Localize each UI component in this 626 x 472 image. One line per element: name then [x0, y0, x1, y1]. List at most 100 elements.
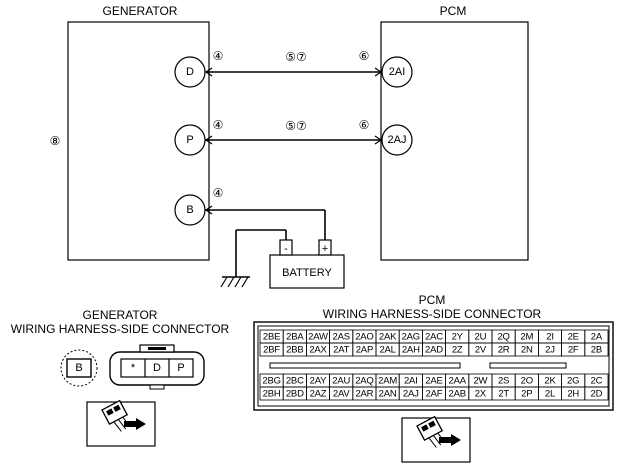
- wire-d-2ai: [204, 67, 383, 77]
- pcm-terminal-label: 2N: [521, 345, 533, 356]
- gen-connector-title-2: WIRING HARNESS-SIDE CONNECTOR: [11, 322, 230, 336]
- pcm-terminal-label: 2AN: [379, 389, 397, 400]
- pin-b-ref: ④: [213, 186, 224, 200]
- pcm-terminal-label: 2AY: [310, 376, 328, 387]
- svg-text:P: P: [177, 362, 184, 374]
- svg-text:D: D: [186, 66, 194, 78]
- pcm-terminal-label: 2AO: [355, 332, 373, 343]
- pcm-terminal-label: 2X: [475, 389, 487, 400]
- pcm-title: PCM: [440, 4, 467, 18]
- pcm-terminal-label: 2G: [567, 376, 579, 387]
- pcm-terminal-label: 2BA: [286, 332, 304, 343]
- pcm-terminal-label: 2Q: [497, 332, 509, 343]
- generator-pin-b: B: [174, 194, 206, 226]
- pcm-terminal-label: 2AK: [379, 332, 397, 343]
- battery-label: BATTERY: [282, 267, 332, 279]
- battery-positive: +: [322, 243, 328, 255]
- ground-wire: [235, 229, 287, 277]
- pcm-terminal-label: 2K: [544, 376, 556, 387]
- pcm-terminal-label: 2C: [591, 376, 603, 387]
- pcm-terminal-label: 2O: [521, 376, 533, 387]
- pcm-terminal-label: 2BH: [263, 389, 281, 400]
- svg-text:*: *: [131, 362, 136, 374]
- pcm-terminal-label: 2AQ: [355, 376, 373, 387]
- pcm-terminal-label: 2B: [591, 345, 602, 356]
- wire-b-battery: [204, 205, 326, 240]
- pcm-terminal-label: 2AR: [355, 389, 373, 400]
- pcm-terminal-label: 2P: [521, 389, 532, 400]
- pcm-terminal-label: 2S: [498, 376, 509, 387]
- gen-connector-3pin: * D P: [109, 344, 205, 390]
- pcm-terminal-label: 2AT: [333, 345, 350, 356]
- pcm-terminal-label: 2AZ: [310, 389, 327, 400]
- pcm-terminal-label: 2W: [473, 376, 487, 387]
- pcm-terminal-label: 2F: [568, 345, 579, 356]
- pin-2ai-ref: ⑥: [359, 49, 370, 63]
- pcm-terminal-label: 2U: [475, 332, 487, 343]
- pcm-terminal-label: 2AP: [356, 345, 373, 356]
- pcm-terminal-label: 2I: [546, 332, 554, 343]
- pcm-terminal-label: 2Y: [452, 332, 464, 343]
- pcm-terminal-label: 2AS: [333, 332, 350, 343]
- pcm-terminal-label: 2AW: [308, 332, 328, 343]
- pcm-terminal-label: 2Z: [452, 345, 463, 356]
- svg-text:2AI: 2AI: [389, 66, 406, 78]
- svg-text:D: D: [153, 362, 161, 374]
- pcm-connector-title-1: PCM: [419, 293, 446, 307]
- battery: [269, 239, 345, 289]
- pcm-terminal-label: 2AI: [404, 376, 418, 387]
- generator-pin-p: P: [174, 124, 206, 156]
- pcm-pin-2ai: 2AI: [381, 56, 413, 88]
- pcm-terminal-label: 2AH: [402, 345, 420, 356]
- pcm-terminal-cell: [584, 342, 609, 357]
- pcm-terminal-label: 2H: [567, 389, 579, 400]
- gen-plug-view-icon: [86, 399, 156, 447]
- pcm-terminal-label: 2AE: [425, 376, 442, 387]
- pcm-terminal-cell: [584, 386, 609, 401]
- pcm-terminal-label: 2E: [568, 332, 579, 343]
- pcm-terminal-label: 2BF: [263, 345, 280, 356]
- gen-connector-b-terminal: B: [60, 349, 98, 387]
- battery-negative: -: [284, 243, 288, 255]
- pcm-terminal-label: 2AC: [425, 332, 443, 343]
- pcm-terminal-label: 2AL: [379, 345, 395, 356]
- pcm-terminal-label: 2AX: [309, 345, 327, 356]
- svg-text:P: P: [186, 134, 193, 146]
- pcm-terminal-label: 2AD: [425, 345, 443, 356]
- pcm-terminal-label: 2L: [545, 389, 555, 400]
- pcm-plug-view-icon: [401, 415, 471, 463]
- pcm-terminal-label: 2R: [498, 345, 510, 356]
- pcm-terminal-label: 2AM: [378, 376, 397, 387]
- pcm-terminal-label: 2D: [591, 389, 603, 400]
- pcm-box: [380, 21, 529, 261]
- pcm-terminal-label: 2A: [591, 332, 603, 343]
- pcm-connector-title-2: WIRING HARNESS-SIDE CONNECTOR: [323, 307, 542, 321]
- pcm-terminal-label: 2BD: [286, 389, 304, 400]
- pcm-terminal-label: 2BC: [286, 376, 304, 387]
- wire-p-2aj-ref: ⑤⑦: [285, 119, 307, 133]
- pcm-terminal-label: 2AJ: [403, 389, 419, 400]
- generator-box: [67, 21, 210, 261]
- generator-title: GENERATOR: [103, 4, 178, 18]
- pcm-terminal-label: 2M: [520, 332, 533, 343]
- pcm-terminal-label: 2J: [545, 345, 555, 356]
- pin-2aj-ref: ⑥: [359, 118, 370, 132]
- pcm-terminal-label: 2T: [498, 389, 509, 400]
- pcm-terminal-label: 2BG: [262, 376, 280, 387]
- wire-p-2aj: [204, 135, 383, 145]
- pcm-pin-2aj: 2AJ: [381, 124, 413, 156]
- pcm-terminal-label: 2AU: [332, 376, 350, 387]
- pcm-terminal-label: 2BB: [286, 345, 303, 356]
- svg-text:2AJ: 2AJ: [388, 134, 407, 146]
- generator-body-ref: ⑧: [50, 134, 61, 148]
- pcm-terminal-label: 2V: [475, 345, 487, 356]
- wire-d-2ai-ref: ⑤⑦: [285, 50, 307, 64]
- gen-connector-title-1: GENERATOR: [83, 308, 158, 322]
- pcm-terminal-label: 2BE: [263, 332, 280, 343]
- generator-pin-d: D: [174, 56, 206, 88]
- pcm-terminal-label: 2AB: [449, 389, 466, 400]
- ground-icon: [220, 276, 250, 288]
- pcm-terminal-label: 2AF: [426, 389, 443, 400]
